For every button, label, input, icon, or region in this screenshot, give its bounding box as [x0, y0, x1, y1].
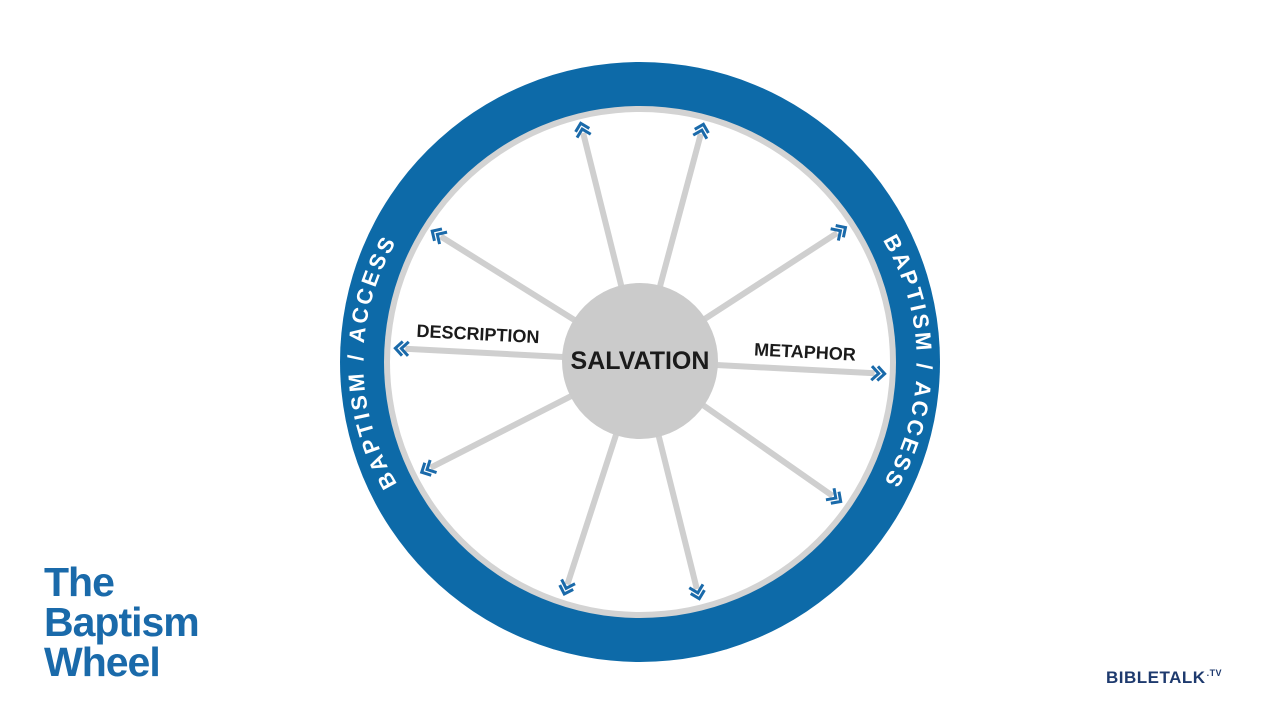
double-chevron-icon	[830, 224, 848, 241]
spoke-10	[654, 430, 700, 590]
double-chevron-icon	[870, 365, 887, 382]
double-chevron-icon	[393, 340, 410, 357]
spoke-6	[711, 361, 875, 377]
spoke-arrows	[393, 121, 887, 601]
title-line-3: Wheel	[44, 639, 161, 685]
hub-label: SALVATION	[571, 347, 710, 375]
hub	[562, 283, 718, 439]
spoke-5	[405, 345, 569, 361]
spoke-7	[429, 391, 578, 471]
title-line-2: Baptism	[44, 599, 200, 645]
logo-suffix: .TV	[1206, 668, 1223, 678]
double-chevron-icon	[558, 578, 576, 597]
double-chevron-icon	[692, 122, 710, 140]
bibletalk-logo: BIBLETALK.TV	[1106, 668, 1222, 688]
rim-label-top: BAPTISM / ACCESS	[508, 0, 772, 54]
spoke-2	[655, 133, 704, 293]
title-line-1: The	[44, 559, 115, 605]
double-chevron-icon	[419, 459, 438, 477]
double-chevron-icon	[688, 583, 706, 601]
spokes	[405, 132, 875, 590]
logo-text: BIBLETALK	[1106, 668, 1206, 687]
double-chevron-icon	[825, 487, 843, 505]
spoke-9	[564, 428, 621, 586]
spoke-3	[439, 233, 581, 326]
spoke-1	[580, 132, 626, 292]
spoke-8	[697, 399, 835, 499]
spoke-4	[698, 230, 839, 325]
double-chevron-icon	[574, 121, 592, 139]
rim-label-bottom: BAPTISM / ACCESS	[515, 657, 764, 714]
double-chevron-icon	[430, 227, 448, 245]
slide-title: The Baptism Wheel	[44, 559, 200, 685]
